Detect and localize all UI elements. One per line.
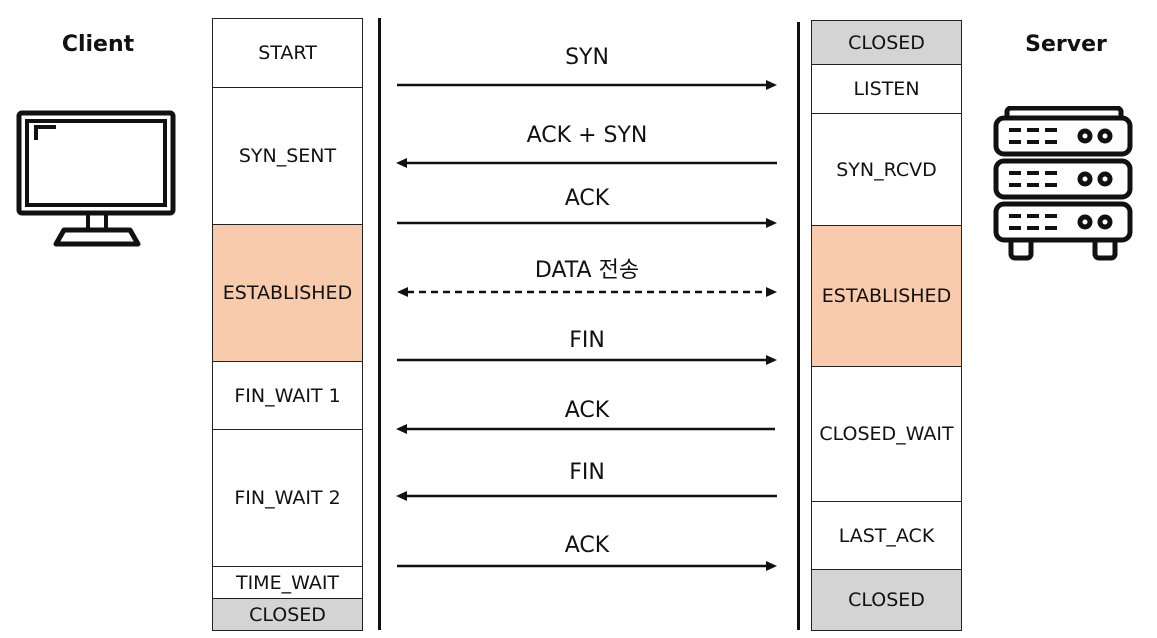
message-data-transfer: DATA 전송 — [534, 258, 640, 283]
arrow-data-both — [397, 287, 777, 297]
server-title: Server — [1025, 32, 1107, 57]
client-state-syn-sent: SYN_SENT — [213, 87, 362, 224]
server-state-closed-bottom: CLOSED — [812, 569, 961, 630]
client-timeline — [378, 18, 381, 630]
client-title: Client — [61, 32, 135, 57]
server-state-last-ack: LAST_ACK — [812, 501, 961, 569]
server-state-closed-wait: CLOSED_WAIT — [812, 366, 961, 501]
message-ack-2: ACK — [564, 398, 610, 423]
computer-monitor-icon — [16, 110, 178, 256]
arrow-ack-syn-left — [396, 158, 777, 168]
server-state-column: CLOSED LISTEN SYN_RCVD ESTABLISHED CLOSE… — [811, 20, 962, 631]
client-state-start: START — [258, 42, 317, 64]
message-fin-1: FIN — [569, 328, 605, 353]
client-state-established: ESTABLISHED — [213, 224, 362, 361]
arrow-fin-1-right — [397, 355, 777, 365]
server-rack-icon — [993, 105, 1135, 268]
message-ack-1: ACK — [564, 186, 610, 211]
client-state-column: START SYN_SENT ESTABLISHED FIN_WAIT 1 FI… — [212, 18, 363, 631]
message-syn: SYN — [565, 45, 609, 70]
server-state-established: ESTABLISHED — [812, 225, 961, 366]
message-ack-syn: ACK + SYN — [526, 123, 648, 148]
arrow-fin-2-left — [396, 491, 777, 501]
server-state-syn-rcvd: SYN_RCVD — [812, 113, 961, 225]
message-ack-3: ACK — [564, 533, 610, 558]
client-state-time-wait: TIME_WAIT — [213, 566, 362, 598]
arrow-ack-2-left — [396, 424, 775, 434]
arrow-ack-1-right — [397, 218, 777, 228]
client-state-fin-wait-1: FIN_WAIT 1 — [213, 361, 362, 429]
server-state-listen: LISTEN — [812, 64, 961, 113]
arrow-syn-right — [397, 80, 777, 90]
server-timeline — [797, 22, 800, 630]
message-fin-2: FIN — [569, 460, 605, 485]
client-state-fin-wait-2: FIN_WAIT 2 — [213, 429, 362, 566]
client-state-closed: CLOSED — [213, 598, 362, 630]
arrow-ack-3-right — [397, 561, 777, 571]
server-state-closed-top: CLOSED — [812, 21, 961, 64]
